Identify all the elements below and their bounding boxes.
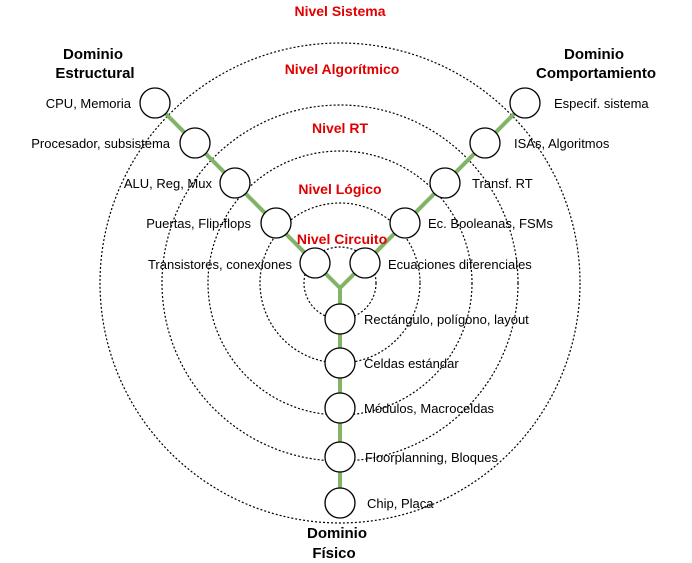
behavioral-item-algorithmic: ISAs, Algoritmos: [514, 136, 610, 151]
domain-behavioral-line2: Comportamiento: [536, 65, 656, 82]
behavioral-item-rt: Transf. RT: [472, 176, 533, 191]
behavioral-item-system: Especif. sistema: [554, 96, 649, 111]
physical-item-logic: Celdas estándar: [364, 356, 459, 371]
node-structural-circuit: [299, 247, 331, 279]
node-behavioral-system: [509, 87, 541, 119]
domain-physical-line2: Físico: [312, 545, 355, 562]
domain-physical-line1: Dominio: [307, 525, 367, 542]
level-label-circuit: Nivel Circuito: [297, 231, 387, 247]
node-structural-system: [139, 87, 171, 119]
structural-item-circuit: Transistores, conexiones: [148, 257, 293, 272]
level-label-logic: Nivel Lógico: [298, 181, 381, 197]
structural-item-rt: ALU, Reg, Mux: [124, 176, 213, 191]
structural-item-system: CPU, Memoria: [46, 96, 132, 111]
node-structural-algorithmic: [179, 127, 211, 159]
physical-item-algorithmic: Floorplanning, Bloques: [365, 450, 498, 465]
node-physical-rt: [324, 392, 356, 424]
node-behavioral-algorithmic: [469, 127, 501, 159]
level-label-algorithmic: Nivel Algorítmico: [285, 61, 400, 77]
domain-structural-line2: Estructural: [55, 65, 134, 82]
level-label-rt: Nivel RT: [312, 120, 368, 136]
node-behavioral-logic: [389, 207, 421, 239]
behavioral-item-logic: Ec. Booleanas, FSMs: [428, 216, 553, 231]
ring-system: [99, 42, 581, 524]
node-structural-rt: [219, 167, 251, 199]
physical-item-system: Chip, Placa: [367, 496, 434, 511]
structural-item-algorithmic: Procesador, subsistema: [31, 136, 171, 151]
node-behavioral-rt: [429, 167, 461, 199]
ring-algorithmic: [161, 104, 519, 462]
level-label-system: Nivel Sistema: [294, 3, 385, 19]
node-structural-logic: [260, 207, 292, 239]
structural-item-logic: Puertas, Flip-flops: [146, 216, 251, 231]
node-physical-algorithmic: [324, 441, 356, 473]
node-behavioral-circuit: [349, 247, 381, 279]
node-physical-system: [324, 487, 356, 519]
domain-behavioral-line1: Dominio: [564, 46, 624, 63]
node-physical-logic: [324, 347, 356, 379]
node-physical-circuit: [324, 303, 356, 335]
physical-item-circuit: Rectángulo, polígono, layout: [364, 312, 529, 327]
physical-item-rt: Módulos, Macroceldas: [364, 401, 495, 416]
behavioral-item-circuit: Ecuaciones diferenciales: [388, 257, 532, 272]
ring-rt: [207, 150, 473, 416]
domain-structural-line1: Dominio: [63, 46, 123, 63]
